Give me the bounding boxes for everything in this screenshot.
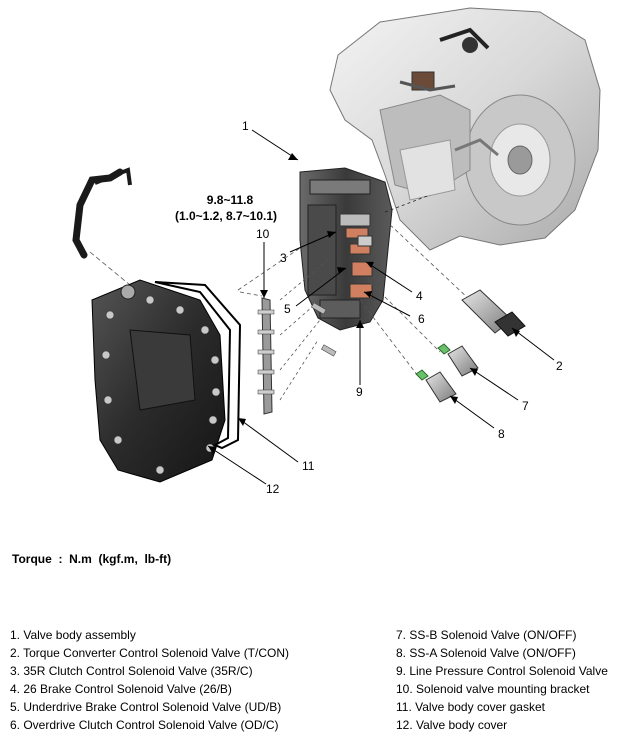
callout-5: 5 <box>284 302 291 316</box>
callout-6: 6 <box>418 312 425 326</box>
callout-12: 12 <box>266 482 280 496</box>
legend-item: 3. 35R Clutch Control Solenoid Valve (35… <box>10 664 253 678</box>
legend-item: 2. Torque Converter Control Solenoid Val… <box>10 646 290 660</box>
torque-units-note: Torque : N.m (kgf.m, lb-ft) <box>12 552 172 566</box>
guide-lines <box>89 194 471 401</box>
legend-item: 8. SS-A Solenoid Valve (ON/OFF) <box>396 646 576 660</box>
solenoid-valve-ss-b <box>437 343 479 377</box>
legend-item: 1. Valve body assembly <box>10 628 136 642</box>
leader-lines <box>207 129 555 485</box>
solenoid-valve-mounting-bracket <box>257 297 275 415</box>
callout-2: 2 <box>556 359 563 373</box>
valve-body-cover-gasket <box>154 281 242 450</box>
exploded-view-diagram: 9.8~11.8 (1.0~1.2, 8.7~10.1) 1 2 3 4 5 6… <box>72 7 601 496</box>
valve-body-assembly <box>299 167 393 331</box>
legend-item: 6. Overdrive Clutch Control Solenoid Val… <box>10 718 279 732</box>
callout-11: 11 <box>302 459 315 473</box>
callout-1: 1 <box>242 119 249 133</box>
oil-pipe <box>72 167 132 259</box>
solenoid-valve-tcon <box>461 289 526 337</box>
callout-10: 10 <box>256 227 270 241</box>
callout-9: 9 <box>356 385 363 399</box>
mounting-bolts <box>311 302 337 357</box>
legend-item: 4. 26 Brake Control Solenoid Valve (26/B… <box>10 682 232 696</box>
legend-item: 7. SS-B Solenoid Valve (ON/OFF) <box>396 628 577 642</box>
torque-spec-value: 9.8~11.8 <box>207 193 254 207</box>
legend-item: 10. Solenoid valve mounting bracket <box>396 682 590 696</box>
callout-7: 7 <box>522 399 529 413</box>
legend-item: 11. Valve body cover gasket <box>396 700 545 714</box>
transmission-case <box>329 7 601 251</box>
callout-3: 3 <box>280 251 287 265</box>
legend-item: 12. Valve body cover <box>396 718 508 732</box>
callout-8: 8 <box>498 427 505 441</box>
torque-spec-range: (1.0~1.2, 8.7~10.1) <box>175 209 277 223</box>
parts-legend-left: 1. Valve body assembly 2. Torque Convert… <box>10 626 289 734</box>
valve-body-cover <box>91 279 226 483</box>
legend-item: 5. Underdrive Brake Control Solenoid Val… <box>10 700 282 714</box>
arrowheads <box>208 153 520 454</box>
callout-4: 4 <box>416 289 423 303</box>
parts-legend-right: 7. SS-B Solenoid Valve (ON/OFF) 8. SS-A … <box>396 626 608 734</box>
legend-item: 9. Line Pressure Control Solenoid Valve <box>396 664 608 678</box>
solenoid-valve-ss-a <box>415 369 457 403</box>
